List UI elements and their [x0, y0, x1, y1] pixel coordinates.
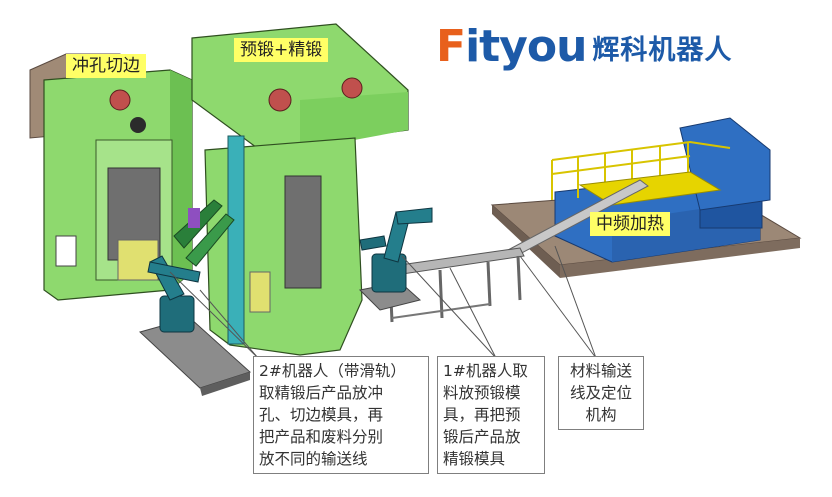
callout-robot-1-line: 具，再把预 [443, 406, 521, 424]
callout-robot-1-line: 1#机器人取 [443, 362, 528, 380]
callout-conveyor-line: 机构 [585, 406, 617, 424]
logo-chinese-name: 辉科机器人 [592, 34, 733, 66]
label-punch-trim-press: 冲孔切边 [66, 54, 146, 78]
label-forging-press: 预锻+精锻 [234, 38, 329, 62]
callout-robot-2-line: 取精锻后产品放冲 [259, 384, 384, 402]
callout-conveyor-line: 材料输送 [569, 362, 632, 380]
logo-letters-rest: ityou [465, 21, 587, 72]
callout-robot-1-line: 锻后产品放 [443, 428, 521, 446]
callout-robot-1: 1#机器人取 料放预锻模 具，再把预 锻后产品放 精锻模具 [437, 356, 545, 474]
callout-robot-2-line: 2#机器人（带滑轨） [259, 362, 406, 380]
callout-robot-1-line: 精锻模具 [443, 450, 506, 468]
label-induction-heater: 中频加热 [590, 212, 670, 236]
callout-conveyor-line: 线及定位 [569, 384, 632, 402]
logo-letter-f: F [436, 21, 466, 72]
robot-2 [139, 255, 251, 396]
logo-wordmark: Fityou [436, 21, 587, 72]
callout-robot-2-line: 孔、切边模具，再 [259, 406, 384, 424]
chutes [173, 199, 235, 267]
callout-robot-2-line: 把产品和废料分别 [259, 428, 384, 446]
callout-robot-2: 2#机器人（带滑轨） 取精锻后产品放冲 孔、切边模具，再 把产品和废料分别 放不… [253, 356, 429, 474]
fityou-logo: Fityou 辉科机器人 [436, 22, 732, 72]
callout-pointers [169, 245, 597, 359]
callout-robot-1-line: 料放预锻模 [443, 384, 521, 402]
robot-1 [358, 207, 433, 311]
callout-robot-2-line: 放不同的输送线 [259, 450, 368, 468]
callout-conveyor: 材料输送 线及定位 机构 [558, 356, 644, 430]
right-press [191, 23, 409, 356]
heater-station [490, 117, 802, 278]
